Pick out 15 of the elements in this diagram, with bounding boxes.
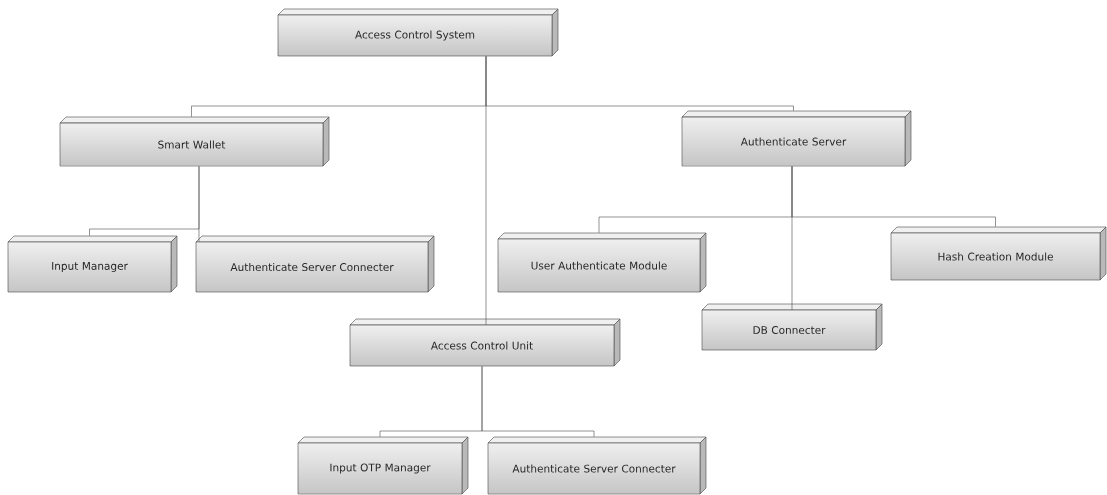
box: DB Connecter bbox=[701, 303, 883, 351]
connector bbox=[485, 56, 487, 325]
connector bbox=[791, 166, 793, 310]
box: Access Control System bbox=[277, 8, 559, 57]
connector bbox=[198, 166, 200, 242]
box: Authenticate Server Connecter bbox=[487, 436, 707, 495]
box: Input OTP Manager bbox=[297, 436, 469, 495]
box: Input Manager bbox=[7, 235, 178, 293]
connector bbox=[481, 366, 595, 437]
box: Access Control Unit bbox=[349, 318, 621, 367]
box: Authenticate Server bbox=[681, 110, 912, 167]
box: User Authenticate Module bbox=[497, 232, 707, 293]
box: Hash Creation Module bbox=[890, 226, 1107, 281]
box: Smart Wallet bbox=[59, 116, 330, 167]
box: Authenticate Server Connecter bbox=[195, 235, 435, 293]
